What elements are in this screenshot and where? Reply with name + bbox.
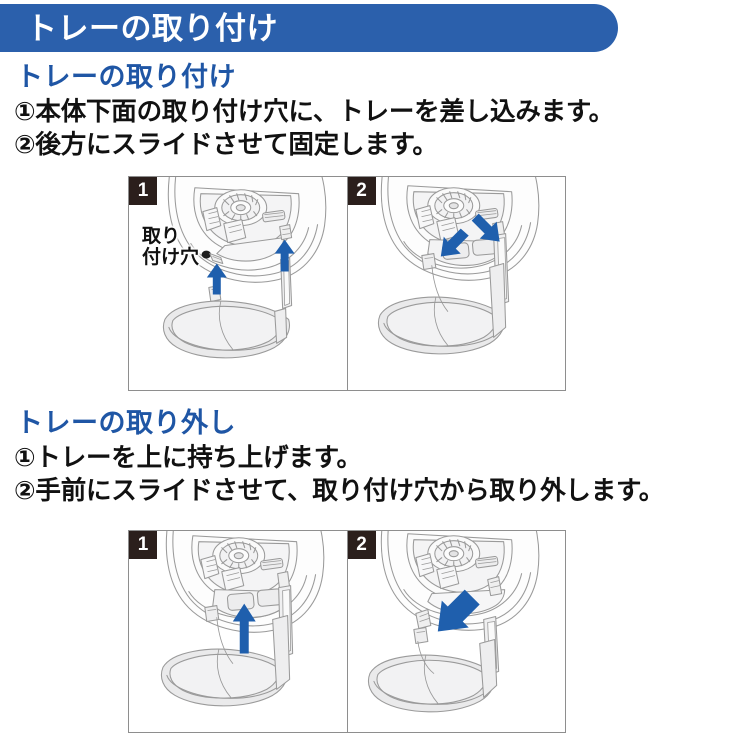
page-title: トレーの取り付け — [26, 10, 278, 46]
section-install: トレーの取り付け ①本体下面の取り付け穴に、トレーを差し込みます。 ②後方にスラ… — [0, 62, 750, 162]
up-left-arrow — [206, 263, 227, 295]
arrow-group — [232, 603, 256, 654]
page-header-bar: トレーの取り付け — [0, 4, 618, 52]
up-right-arrow — [274, 239, 295, 272]
illustration-insert-tray — [162, 177, 327, 359]
arrow-group — [437, 589, 480, 632]
panel-remove-1: 1 — [129, 531, 347, 732]
illustration-lift-tray — [160, 531, 325, 707]
section-install-steps: ①本体下面の取り付け穴に、トレーを差し込みます。 ②後方にスライドさせて固定しま… — [0, 96, 750, 162]
illustration-remove-tray — [367, 531, 539, 713]
down-left-arrow — [440, 228, 469, 257]
panel-install-2: 2 — [346, 177, 566, 390]
step-item: ②手前にスライドさせて、取り付け穴から取り外します。 — [14, 477, 665, 505]
figure-install: 1 — [128, 176, 566, 391]
section-remove: トレーの取り外し ①トレーを上に持ち上げます。 ②手前にスライドさせて、取り付け… — [0, 408, 750, 508]
section-remove-heading: トレーの取り外し — [16, 408, 236, 438]
up-arrow — [232, 603, 256, 654]
panel-remove-2: 2 — [346, 531, 566, 732]
section-remove-steps: ①トレーを上に持ち上げます。 ②手前にスライドさせて、取り付け穴から取り外します… — [0, 442, 750, 508]
panel-number-badge: 2 — [347, 531, 376, 559]
step-item: ①トレーを上に持ち上げます。 — [14, 443, 362, 472]
down-right-arrow — [471, 213, 500, 242]
panel-number-badge: 2 — [347, 177, 376, 205]
section-install-heading: トレーの取り付け — [16, 62, 236, 92]
arrow-group — [206, 239, 295, 295]
callout-mounting-hole: 取り 付け穴 — [142, 226, 200, 268]
panel-install-1: 1 — [129, 177, 347, 390]
down-forward-arrow — [437, 589, 480, 632]
arrow-group — [440, 213, 500, 257]
step-item: ②後方にスライドさせて固定します。 — [14, 131, 438, 159]
illustration-slide-tray-back — [377, 177, 539, 355]
panel-number-badge: 1 — [129, 177, 157, 205]
step-item: ①本体下面の取り付け穴に、トレーを差し込みます。 — [14, 97, 614, 126]
panel-number-badge: 1 — [129, 531, 157, 559]
figure-remove: 1 — [128, 530, 566, 733]
